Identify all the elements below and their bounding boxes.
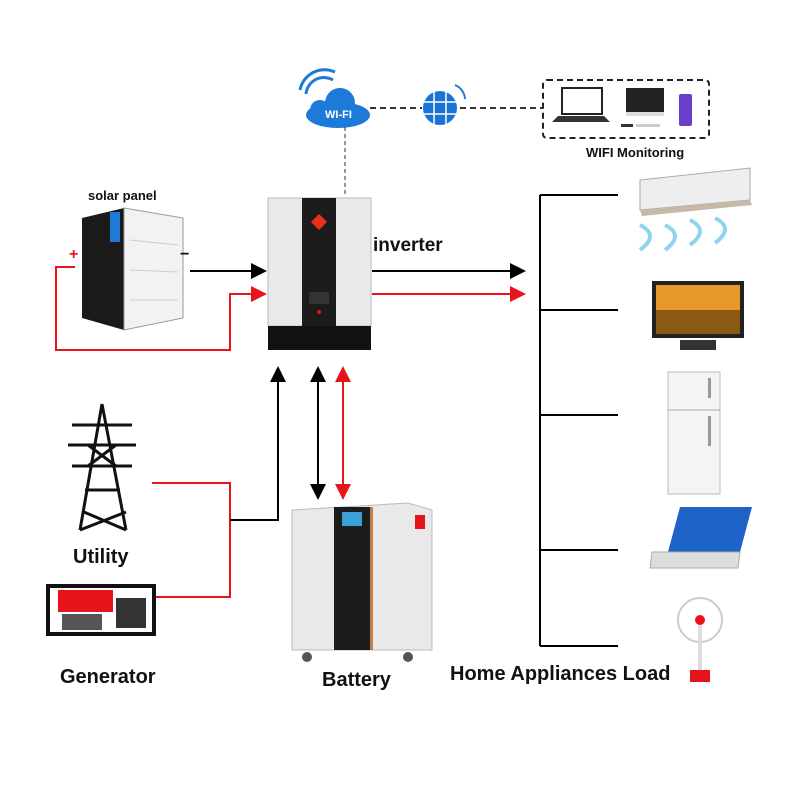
generator-icon	[46, 584, 156, 636]
solar-panel-icon	[82, 207, 184, 331]
home-appliances-load-label: Home Appliances Load	[450, 663, 671, 685]
fan-icon	[677, 597, 723, 682]
solar-panel-label: solar panel	[88, 188, 157, 203]
air-conditioner-icon	[638, 167, 752, 252]
utility-tower-icon	[68, 403, 136, 532]
inverter-icon	[267, 197, 372, 350]
generator-label: Generator	[60, 666, 156, 688]
inverter-label: inverter	[373, 235, 443, 256]
desktop-monitor-icon	[621, 88, 664, 127]
wifi-monitoring-label: WIFI Monitoring	[586, 145, 685, 160]
phone-icon	[679, 94, 692, 126]
grid-to-inverter-arrow	[230, 366, 286, 521]
utility-label: Utility	[73, 546, 129, 568]
wifi-cloud-label: WI-FI	[325, 109, 352, 121]
load-bus	[539, 194, 618, 647]
laptop-icon	[649, 507, 752, 569]
globe-icon	[423, 84, 466, 125]
wifi-cloud-icon	[298, 68, 370, 128]
battery-icon	[291, 502, 433, 662]
negative-terminal-label: −	[180, 246, 190, 263]
laptop-monitor-icon	[552, 87, 610, 122]
solar-positive-line	[55, 266, 267, 351]
battery-label: Battery	[322, 669, 391, 691]
refrigerator-icon	[667, 371, 721, 495]
tv-icon	[652, 281, 744, 350]
utility-generator-line	[152, 482, 231, 598]
positive-terminal-label: +	[69, 246, 79, 263]
